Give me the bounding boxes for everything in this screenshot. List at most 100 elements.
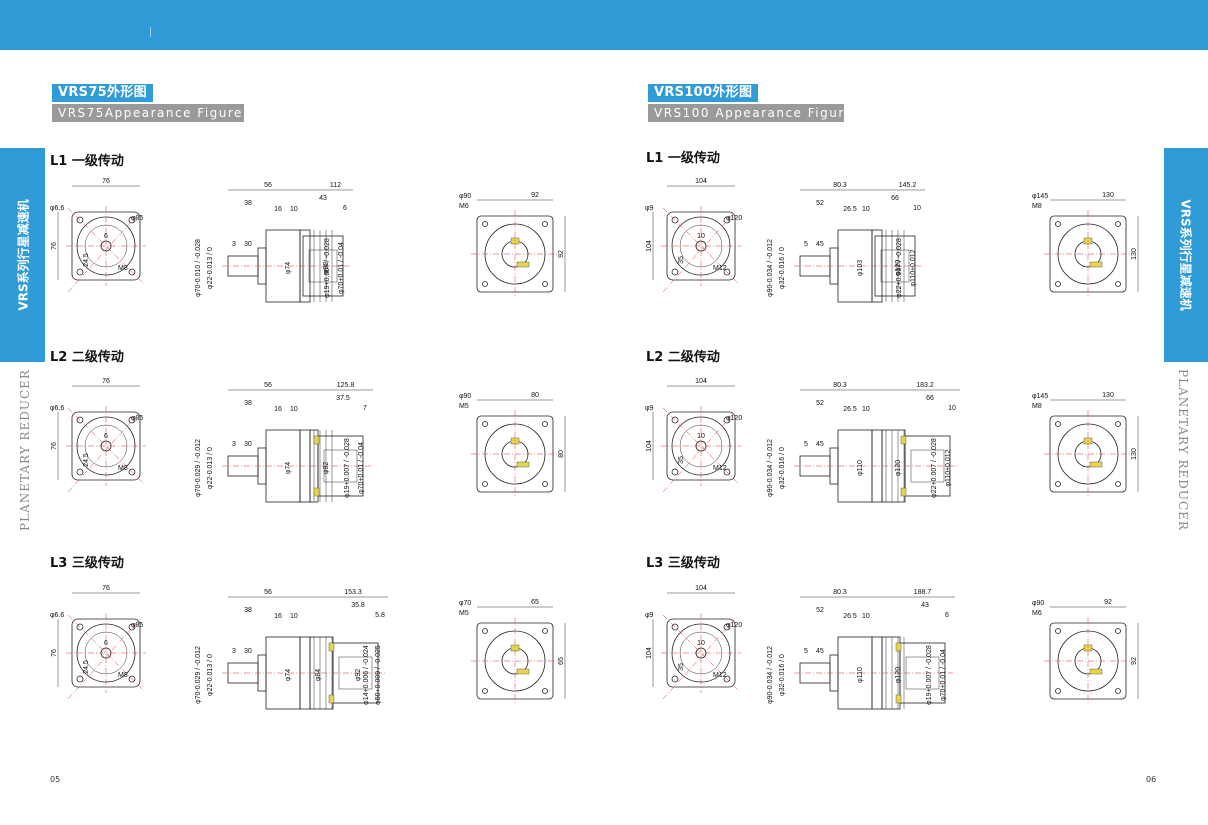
- bolt-hole: [671, 416, 679, 424]
- front-shaft-label: 24.5: [83, 453, 90, 467]
- side-dia-6: φ70+0.01 / -0.04: [358, 442, 365, 494]
- front-key-label: 6: [104, 433, 108, 440]
- rear-height-label: 92: [558, 250, 565, 258]
- rear-bolt-label: φ145: [1032, 393, 1048, 400]
- adapter-bore: [338, 656, 373, 690]
- bolt-hole: [128, 468, 136, 476]
- rear-height-label: 80: [558, 450, 565, 458]
- rear-thread-label: M6: [459, 203, 469, 210]
- clamp-screw: [1089, 261, 1103, 268]
- side-dia-6: φ110±0.012: [945, 449, 952, 486]
- side-len-e: 10: [290, 406, 298, 413]
- rear-bolt-label: φ90: [459, 393, 471, 400]
- clamp-screw: [516, 261, 530, 268]
- side-len-b: 112: [330, 182, 341, 189]
- bolt-hole: [76, 675, 84, 683]
- side-len-g: 10: [913, 205, 921, 212]
- right-side-label: PLANETARY REDUCER: [1176, 369, 1190, 531]
- side-dia-4: φ92: [323, 462, 330, 474]
- left-side-label: PLANETARY REDUCER: [18, 369, 32, 531]
- bolt-hole: [76, 416, 84, 424]
- right-side-tab: VRS系列行星减速机: [1164, 148, 1208, 362]
- side-len-d: 16: [274, 206, 282, 213]
- side-len-b: 125.8: [337, 382, 355, 389]
- bolt-hole: [482, 221, 488, 227]
- side-len-d: 16: [274, 613, 282, 620]
- bolt-hole: [482, 628, 488, 634]
- output-shaft: [227, 455, 259, 477]
- side-dia-2: φ32-0.016 / 0: [779, 247, 786, 289]
- rear-width-label: 92: [1104, 599, 1112, 606]
- side-dia-5: φ19+0.007 / -0.028: [344, 438, 351, 498]
- bolt-hole: [128, 216, 136, 224]
- side-dia-1: φ90-0.034 / -0.012: [767, 646, 774, 704]
- side-dia-4: φ120: [895, 667, 902, 683]
- output-shaft: [227, 662, 259, 684]
- side-dia-4: φ84: [315, 669, 322, 681]
- side-len-i: 30: [244, 241, 252, 248]
- front-thread-label: M8: [118, 672, 128, 679]
- diag-line: [662, 211, 736, 293]
- side-dia-2: φ22-0.013 / 0: [207, 247, 214, 289]
- side-dia-7: φ50+0.009 / -0.025: [375, 645, 382, 705]
- right-stage-1-label: L1 一级传动: [646, 151, 720, 166]
- bolt-hole: [1115, 421, 1121, 427]
- front-shaft-label: 24.5: [83, 253, 90, 267]
- output-shaft: [799, 255, 831, 277]
- side-len-i: 45: [816, 241, 824, 248]
- front-thread-label: M12: [713, 672, 727, 679]
- bolt-hole: [128, 416, 136, 424]
- side-len-f: 35.8: [351, 602, 365, 609]
- right-stage-3-label: L3 三级传动: [646, 556, 720, 571]
- bolt-hole: [482, 281, 488, 287]
- bolt-hole: [1055, 221, 1061, 227]
- bolt-hole: [542, 221, 548, 227]
- front-hole-label: φ9: [645, 405, 654, 412]
- clamp-screw: [1089, 461, 1103, 468]
- side-len-a: 80.3: [833, 589, 847, 596]
- rear-thread-label: M8: [1032, 403, 1042, 410]
- side-dia-1: φ70-0.029 / -0.012: [195, 646, 202, 704]
- side-dia-6: φ70+0.01 / -0.04: [338, 242, 345, 294]
- side-len-g: 6: [945, 612, 949, 619]
- front-pcd-label: φ85: [131, 415, 143, 422]
- front-key-label: 10: [697, 640, 705, 647]
- front-square-label: 76: [102, 378, 110, 385]
- front-hole-label: φ6.6: [50, 612, 64, 619]
- side-len-c: 52: [816, 200, 824, 207]
- bolt-hole: [1115, 221, 1121, 227]
- side-len-a: 80.3: [833, 182, 847, 189]
- bolt-hole: [723, 675, 731, 683]
- set-screw: [895, 642, 902, 652]
- output-shaft: [799, 662, 831, 684]
- side-len-h: 3: [232, 441, 236, 448]
- side-dia-1: φ70-0.010 / -0.028: [195, 239, 202, 297]
- front-pcd-label: φ85: [131, 215, 143, 222]
- diag-line: [662, 411, 736, 493]
- left-stage-3-label: L3 三级传动: [50, 556, 124, 571]
- side-dia-5: φ22+0.007 / -0.028: [896, 238, 903, 298]
- front-hole-label: φ6.6: [50, 405, 64, 412]
- side-len-a: 56: [264, 589, 272, 596]
- front-key-label: 10: [697, 433, 705, 440]
- side-dia-4: φ120: [895, 460, 902, 476]
- side-dia-5: φ92: [355, 669, 362, 681]
- side-dia-4: φ92: [323, 262, 330, 274]
- bolt-hole: [542, 281, 548, 287]
- left-stage-2-label: L2 二级传动: [50, 350, 124, 365]
- rear-thread-label: M8: [1032, 203, 1042, 210]
- front-pcd-label: φ120: [726, 622, 742, 629]
- output-shaft: [799, 455, 831, 477]
- side-len-i: 30: [244, 648, 252, 655]
- bolt-hole: [128, 623, 136, 631]
- front-pcd-label: φ85: [131, 622, 143, 629]
- side-len-f: 43: [319, 195, 327, 202]
